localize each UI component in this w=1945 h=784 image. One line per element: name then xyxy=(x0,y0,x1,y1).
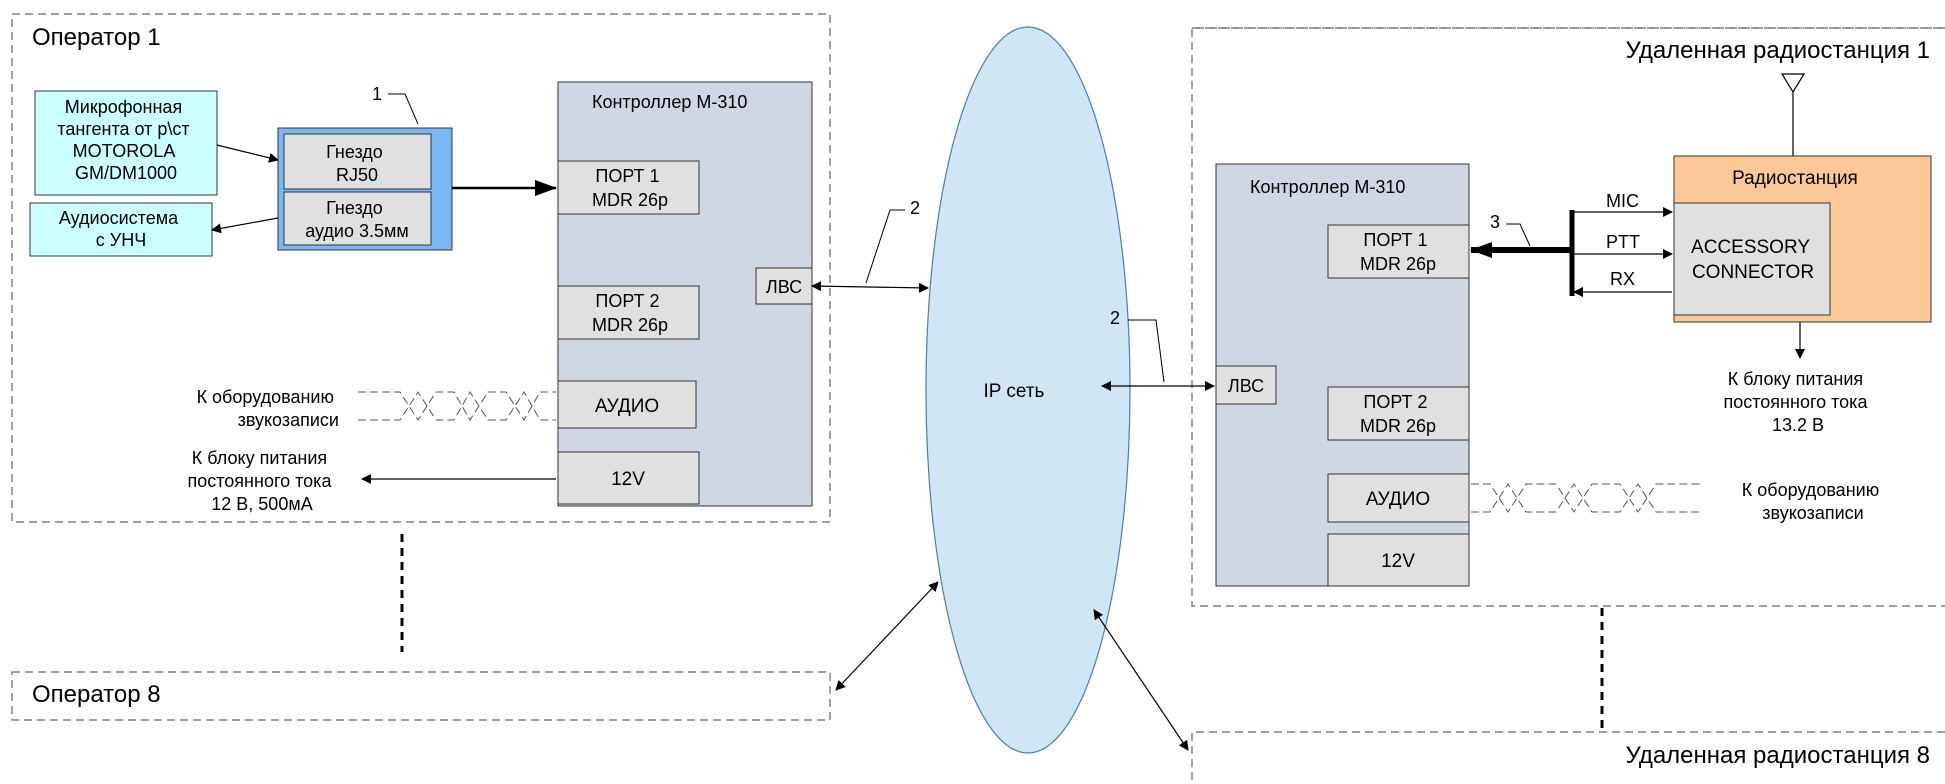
network-to-remote8 xyxy=(1093,609,1189,751)
operator1-power-port xyxy=(557,451,700,505)
operator1-port2-text: ПОРТ 2 MDR 26p xyxy=(592,291,668,335)
operator1-audio-port-text: АУДИО xyxy=(595,396,659,417)
remote1-recorder-label: К оборудованию звукозаписи xyxy=(1742,480,1884,523)
remote1-controller-title: Контроллер М-310 xyxy=(1250,177,1405,197)
mic-tangent-box xyxy=(34,90,218,196)
accessory-connector xyxy=(1673,202,1831,316)
accessory-connector-text: ACCESSORY CONNECTOR xyxy=(1691,237,1815,283)
operator1-frame xyxy=(11,13,831,523)
jack-rj50 xyxy=(283,133,432,190)
jack-audio-text: Гнездо аудио 3.5мм xyxy=(305,198,409,241)
operator1-recorder-cable xyxy=(358,391,556,421)
operator1-lan-to-network xyxy=(811,281,929,293)
mic-tangent-text: Микрофонная тангента от р\ст MOTOROLA GM… xyxy=(57,97,194,183)
rx-signal-label: RX xyxy=(1610,269,1635,289)
operator1-lan xyxy=(755,267,813,305)
operator8-frame xyxy=(11,671,831,721)
jack-audio xyxy=(283,191,432,246)
remote8-frame xyxy=(1191,731,1945,784)
remote1-lan xyxy=(1215,365,1277,405)
mic-to-jack-arrow xyxy=(216,144,279,163)
callout-2a: 2 xyxy=(910,198,920,218)
operator1-recorder-label: К оборудованию звукозаписи xyxy=(197,387,339,430)
remote1-power-port xyxy=(1327,533,1470,587)
remote1-audio-port-text: АУДИО xyxy=(1366,489,1430,510)
audio-system-text: Аудиосистема с УНЧ xyxy=(59,208,183,250)
operator1-lan-text: ЛВС xyxy=(766,277,802,297)
mic-signal-label: MIC xyxy=(1606,191,1639,211)
callout-3-leader xyxy=(1506,223,1531,247)
ip-network-label: IP сеть xyxy=(984,381,1045,402)
operator1-title: Оператор 1 xyxy=(32,24,161,51)
remote1-recorder-cable xyxy=(1471,483,1700,513)
operator1-controller-title: Контроллер М-310 xyxy=(592,92,747,112)
operator8-title: Оператор 8 xyxy=(32,681,161,708)
remote8-title: Удаленная радиостанция 8 xyxy=(1625,742,1930,769)
callout-2a-leader xyxy=(865,209,905,284)
operator1-port2 xyxy=(557,285,700,340)
remote1-port2 xyxy=(1327,386,1470,441)
ptt-signal-label: PTT xyxy=(1606,232,1640,252)
operator1-port1-text: ПОРТ 1 MDR 26p xyxy=(592,166,668,210)
remote1-lan-text: ЛВС xyxy=(1228,376,1264,396)
callout-2b-leader xyxy=(1128,319,1165,383)
operator1-power-label: К блоку питания постоянного тока 12 В, 5… xyxy=(188,448,337,514)
operator1-power-port-text: 12V xyxy=(611,469,645,490)
remote1-port1-text: ПОРТ 1 MDR 26p xyxy=(1360,230,1436,274)
jack-rj50-text: Гнездо RJ50 xyxy=(326,142,388,185)
callout-2b: 2 xyxy=(1110,308,1120,328)
callout-1: 1 xyxy=(372,84,382,104)
remote1-power-label: К блоку питания постоянного тока 13.2 В xyxy=(1724,369,1873,435)
callout-1-leader xyxy=(388,93,419,125)
radio-station-title: Радиостанция xyxy=(1732,168,1858,189)
network-to-operator8 xyxy=(835,581,939,691)
audio-system-box xyxy=(29,202,213,257)
jack-to-audio-arrow xyxy=(211,217,279,234)
remote1-audio-port xyxy=(1327,473,1470,523)
remote1-power-port-text: 12V xyxy=(1381,551,1415,572)
remote1-frame-path xyxy=(1191,27,1945,607)
operator1-port1 xyxy=(557,160,700,215)
remote1-port2-text: ПОРТ 2 MDR 26p xyxy=(1360,392,1436,436)
remote1-port1 xyxy=(1327,224,1470,279)
callout-3: 3 xyxy=(1490,212,1500,232)
remote1-title: Удаленная радиостанция 1 xyxy=(1625,37,1930,64)
operator1-audio-port xyxy=(557,380,697,429)
antenna-icon xyxy=(1780,73,1806,94)
